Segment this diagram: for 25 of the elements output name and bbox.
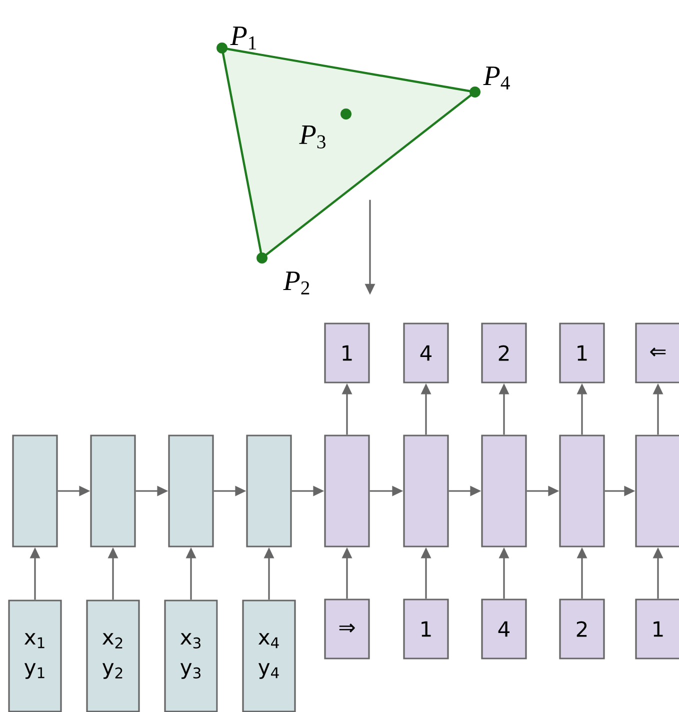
state-box [168, 434, 214, 548]
state-box [635, 434, 679, 548]
point-label: P$_{4}$ [483, 66, 510, 90]
cell-box: 2 [559, 598, 605, 660]
state-box [12, 434, 58, 548]
cell-box: 1 [403, 598, 449, 660]
cell-box: 1 [635, 598, 679, 660]
state-box [481, 434, 527, 548]
cell-box: 4 [481, 598, 527, 660]
cell-box: 4 [403, 322, 449, 384]
state-box [559, 434, 605, 548]
cell-box: 1 [324, 322, 370, 384]
state-box [246, 434, 292, 548]
cell-box: x$_{3}$ y$_{3}$ [164, 600, 218, 712]
cell-box: ⇐ [635, 322, 679, 384]
state-box [324, 434, 370, 548]
state-box [403, 434, 449, 548]
cell-box: x$_{1}$ y$_{1}$ [8, 600, 62, 712]
cell-box: ⇒ [324, 598, 370, 660]
cell-box: 1 [559, 322, 605, 384]
cell-box: x$_{2}$ y$_{2}$ [86, 600, 140, 712]
point-label: P$_{2}$ [283, 272, 310, 294]
cell-box: 2 [481, 322, 527, 384]
cell-box: x$_{4}$ y$_{4}$ [242, 600, 296, 712]
state-box [90, 434, 136, 548]
